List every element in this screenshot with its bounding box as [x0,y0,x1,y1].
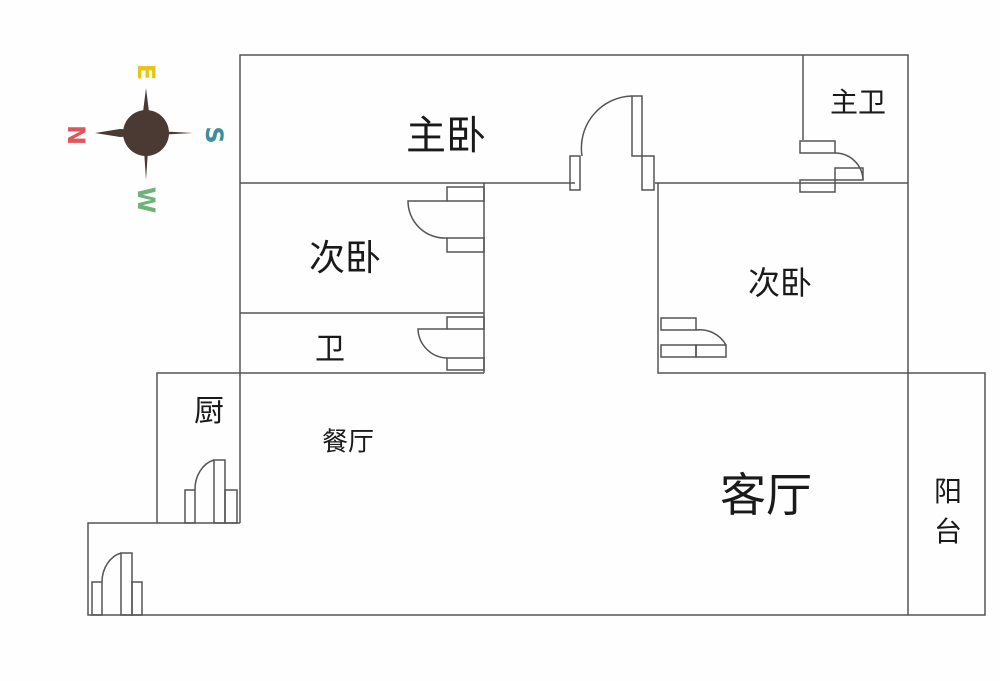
room-label-balcony-1: 阳 [933,475,963,508]
room-label-dining: 餐厅 [321,427,375,458]
wall-left-bedroom [240,183,485,374]
room-label-kitchen: 厨 [194,394,224,429]
wall-right-bedroom [657,183,908,374]
room-label-living: 客厅 [720,468,812,522]
compass-south-label: S [200,126,228,144]
room-label-second-bedroom-left: 次卧 [308,238,382,279]
room-label-balcony-2: 台 [933,515,963,548]
door-kitchen [184,459,238,524]
outer-wall [87,54,986,616]
room-label-bathroom: 卫 [315,332,345,367]
compass-west-label: W [132,186,160,214]
room-label-second-bedroom-right: 次卧 [747,264,813,302]
door-master-bedroom [569,95,655,191]
door-bathroom [417,316,485,371]
compass-east-label: E [132,63,160,81]
room-label-master-bath: 主卫 [829,86,887,119]
door-left-bedroom [407,186,485,253]
compass-north-label: N [62,124,90,146]
room-label-master-bedroom: 主卧 [406,113,486,159]
door-entrance [91,552,143,616]
door-master-bath [799,140,864,193]
door-right-bedroom [660,317,727,358]
